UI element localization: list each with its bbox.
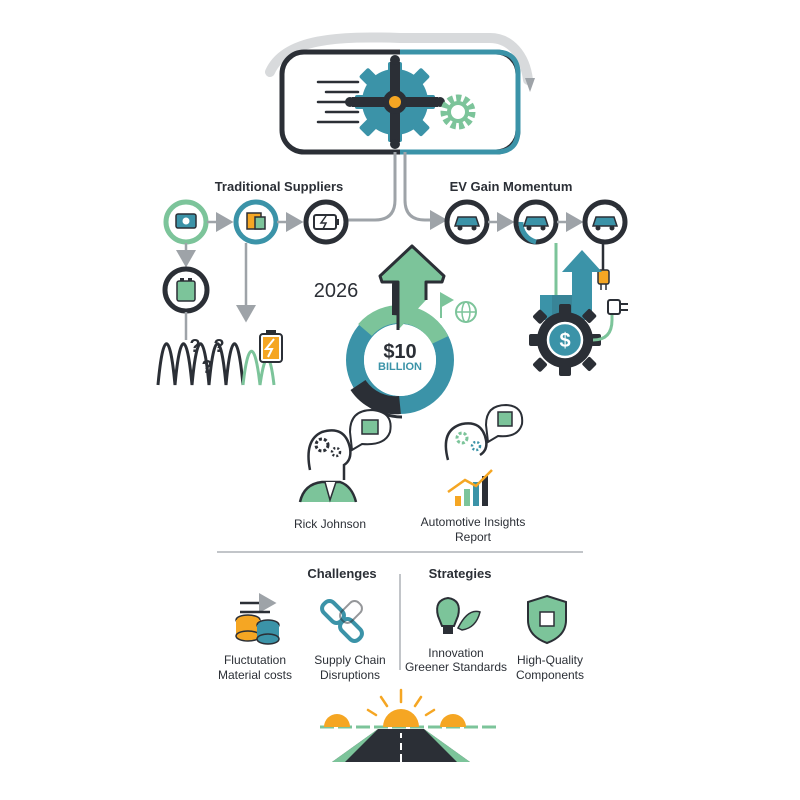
header-gear-box [265,32,535,155]
label-report-line2: Report [454,530,492,544]
road-sunrise-icon [320,688,498,762]
person-analyst-icon [444,403,524,461]
strategy2-line2: Components [515,668,585,682]
label-traditional-suppliers: Traditional Suppliers [214,179,344,194]
main-gear-icon [345,55,445,149]
shield-chip-icon [527,594,567,645]
strategy1-line1: Innovation [428,646,484,660]
ev-car-node-1 [444,199,490,245]
lightbulb-leaf-icon [436,596,481,634]
label-person: Rick Johnson [293,517,367,531]
challenge1-line1: Fluctutation [223,653,287,667]
plug-icon [597,269,610,290]
challenge2-line1: Supply Chain [314,653,386,667]
header-strategies: Strategies [428,566,492,581]
svg-text:$: $ [559,330,570,352]
supplier-battery-node [303,199,349,245]
person-rick-johnson-icon [298,408,392,503]
bar-chart-icon [447,469,493,506]
strategy2-line1: High-Quality [516,653,584,667]
question-marks: ? ? ? [189,336,229,377]
ev-car-node-3 [582,199,628,245]
coins-icon [235,593,280,645]
upward-arrow-icon [378,244,446,330]
label-ev-gain-momentum: EV Gain Momentum [449,179,573,194]
label-amount: $10 [383,341,417,363]
dollar-gear-icon: $ [529,304,601,376]
challenge2-line2: Disruptions [319,668,381,682]
label-year: 2026 [313,280,359,302]
supplier-battery-pack-node [162,266,210,314]
label-amount-unit: BILLION [378,361,422,373]
globe-icon [455,301,477,323]
header-challenges: Challenges [307,566,377,581]
broken-chain-icon [320,599,364,643]
small-gear-icon [440,94,476,130]
challenge1-line2: Material costs [217,668,293,682]
label-report-line1: Automotive Insights [420,515,526,529]
battery-charge-icon [259,330,283,363]
power-plug-icon [592,299,628,342]
supplier-engine-node [163,199,209,245]
supplier-parts-node [233,199,279,245]
ev-car-node-2 [513,199,559,245]
strategy1-line2: Greener Standards [404,660,508,674]
